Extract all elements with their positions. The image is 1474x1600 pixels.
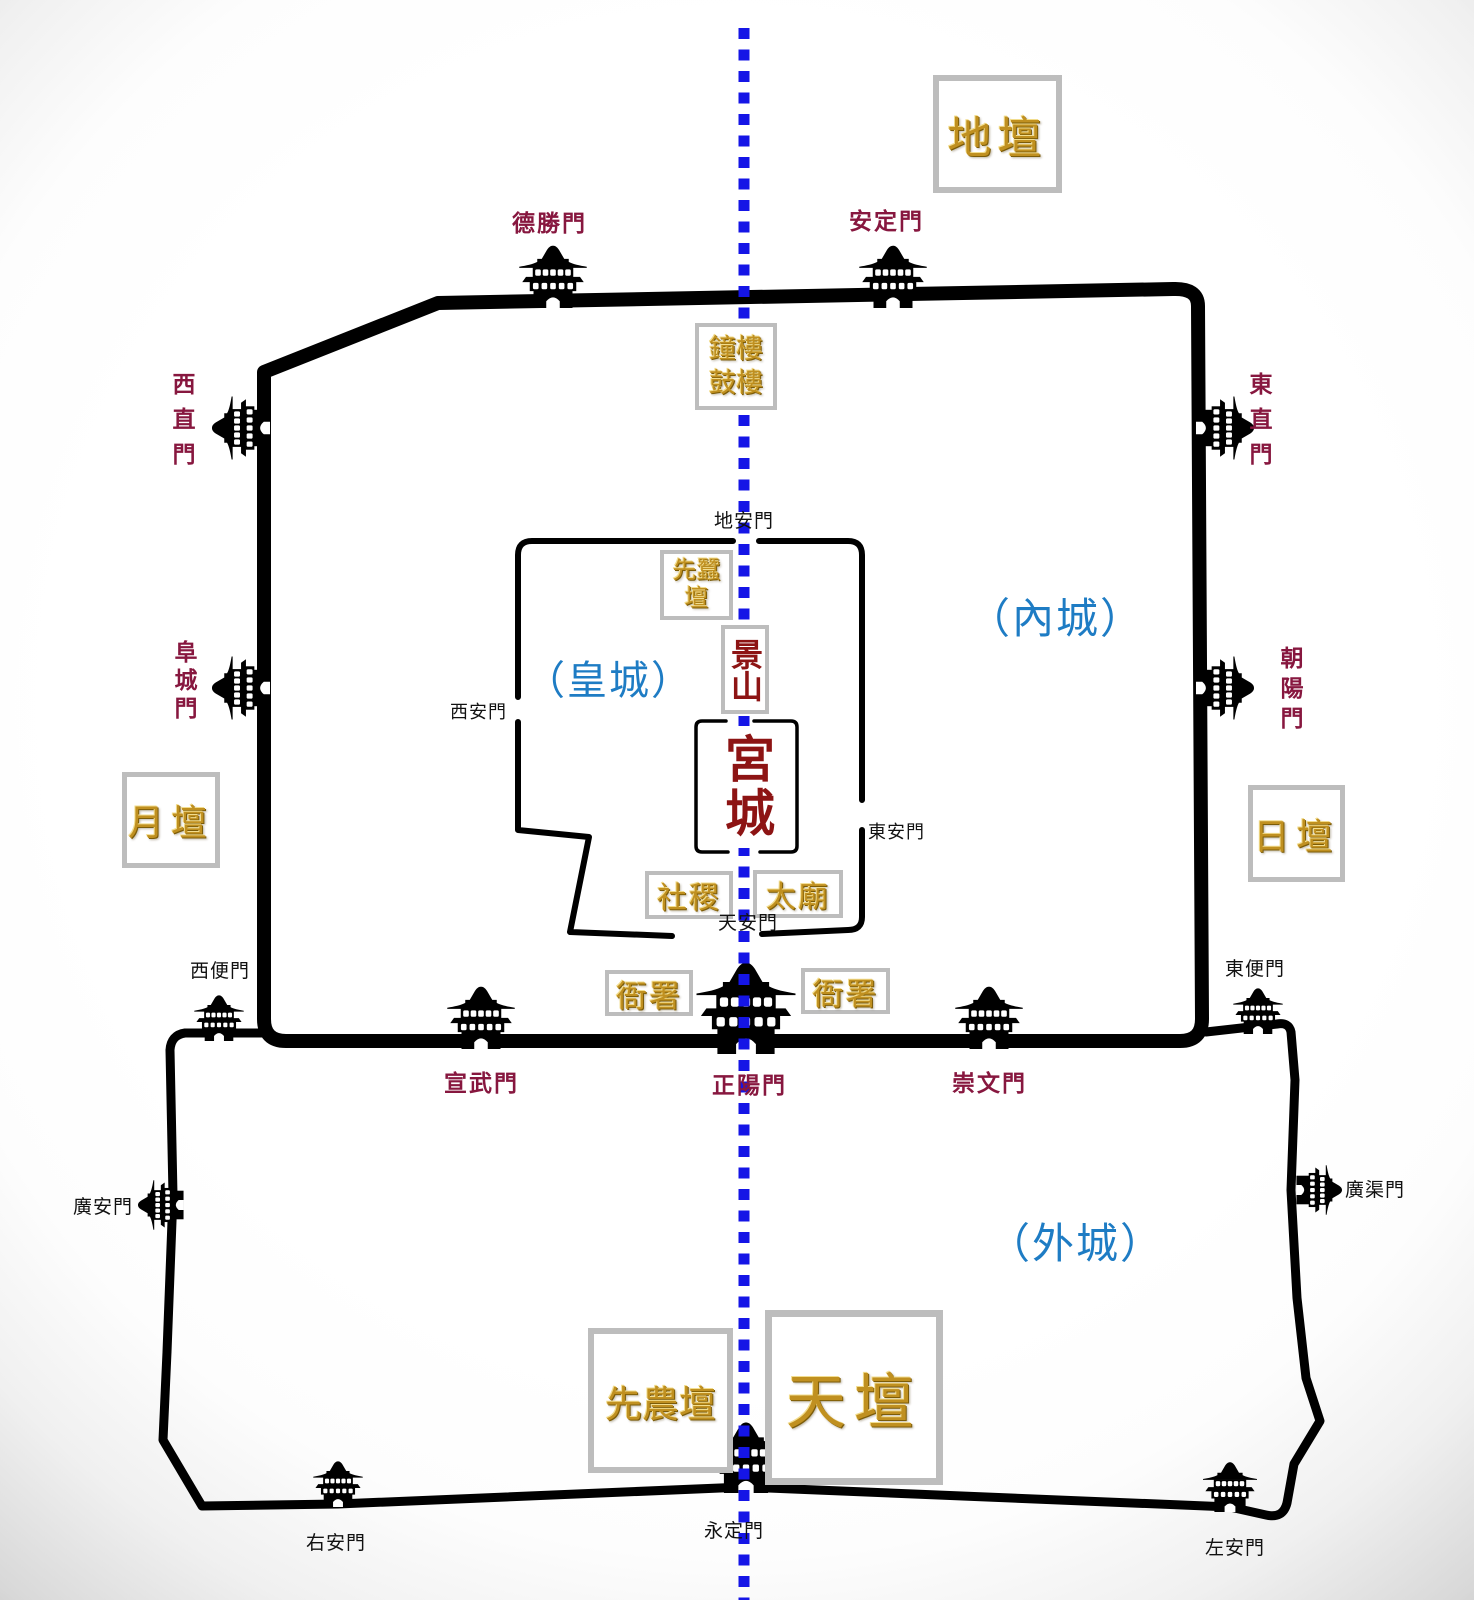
gate-label-youanmen: 右安門: [306, 1532, 367, 1554]
taimiao-label: 太廟: [766, 880, 830, 915]
gate-label-xianmen: 西安門: [450, 702, 507, 723]
moon-altar-label: 月壇: [127, 803, 214, 844]
outer-city-region-label: （外城）: [988, 1219, 1165, 1268]
silkworm-altar-box: 先蠶 壇: [660, 550, 733, 620]
jingshan-label: 景山: [726, 637, 764, 702]
gate-label-xuanwumen: 宣武門: [444, 1071, 519, 1097]
gate-label-andingmen: 安定門: [849, 209, 924, 235]
yamen-west-label: 衙署: [616, 978, 682, 1015]
gate-label-chaoyangmen: 朝陽門: [1276, 646, 1302, 736]
earth-altar-box: 地壇: [933, 75, 1062, 193]
moon-altar-box: 月壇: [122, 772, 220, 868]
agriculture-altar-label: 先農壇: [605, 1382, 716, 1426]
gate-label-donganmen: 東安門: [868, 822, 925, 843]
gate-label-fuchengmen: 阜城門: [170, 640, 196, 724]
sheji-altar-label: 社稷: [657, 881, 721, 916]
gate-label-guangqumen: 廣渠門: [1345, 1179, 1406, 1201]
gate-label-zuoanmen: 左安門: [1205, 1537, 1266, 1559]
imperial-city-region-label: （皇城）: [525, 658, 693, 704]
heaven-altar-label: 天壇: [786, 1368, 922, 1438]
taimiao-box: 太廟: [753, 870, 843, 918]
gate-label-xibianmen: 西便門: [190, 960, 251, 982]
gate-label-zhengyangmen: 正陽門: [712, 1073, 787, 1099]
palace-city-wall: [694, 719, 799, 854]
gate-label-yongdingmen: 永定門: [704, 1520, 765, 1542]
jingshan-box: 景山: [721, 625, 769, 714]
palace-city-label: 宮城: [717, 733, 775, 841]
gate-label-tiananmen: 天安門: [718, 912, 779, 934]
silkworm-altar-label-line1: 先蠶: [672, 556, 721, 585]
sun-altar-label: 日壇: [1253, 816, 1340, 858]
gate-label-dongzhimen: 東直門: [1245, 372, 1271, 477]
gate-tower-guangqumen: [1296, 1165, 1342, 1215]
outer-city-wall: [158, 1019, 1325, 1521]
yamen-east-label: 衙署: [812, 976, 879, 1013]
silkworm-altar-label-line2: 壇: [684, 584, 709, 612]
gate-label-dianmen: 地安門: [714, 510, 775, 532]
gate-label-chongwenmen: 崇文門: [952, 1071, 1027, 1097]
agriculture-altar-box: 先農壇: [588, 1328, 733, 1473]
drum-tower-label: 鼓樓: [709, 367, 763, 399]
gate-label-xizhimen: 西直門: [168, 372, 194, 477]
gate-label-deshengmen: 德勝門: [512, 211, 587, 237]
palace-city-label-bg: 宮城: [714, 726, 778, 848]
earth-altar-label: 地壇: [947, 113, 1048, 164]
sheji-altar-box: 社稷: [645, 871, 733, 919]
yamen-west-box: 衙署: [605, 970, 693, 1016]
sun-altar-box: 日壇: [1248, 785, 1345, 882]
bell-drum-tower-box: 鐘樓 鼓樓: [695, 323, 777, 410]
bell-tower-label: 鐘樓: [709, 333, 763, 365]
gate-label-dongbianmen: 東便門: [1225, 958, 1286, 980]
imperial-city-wall: [515, 538, 865, 939]
heaven-altar-box: 天壇: [765, 1310, 943, 1485]
gate-label-guanganmen: 廣安門: [73, 1196, 134, 1218]
yamen-east-box: 衙署: [801, 968, 890, 1014]
inner-city-region-label: （內城）: [968, 594, 1145, 643]
